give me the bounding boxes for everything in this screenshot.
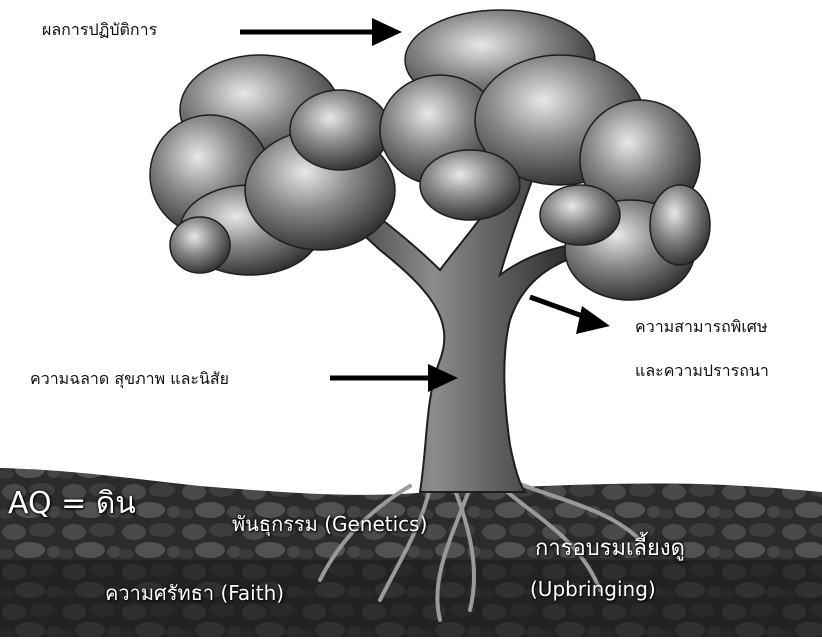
label-ability-line2: และความปรารถนา bbox=[635, 359, 769, 384]
label-fruit: ผลการปฏิบัติการ bbox=[42, 18, 157, 43]
label-trunk: ความฉลาด สุขภาพ และนิสัย bbox=[30, 367, 229, 392]
arrow-fruit bbox=[240, 18, 402, 46]
soil-upbringing-en: (Upbringing) bbox=[530, 577, 656, 601]
soil-genetics: พันธุกรรม (Genetics) bbox=[232, 508, 427, 540]
arrow-ability bbox=[530, 297, 610, 334]
soil-upbringing-th: การอบรมเลี้ยงดู bbox=[535, 530, 685, 565]
label-ability-line1: ความสามารถพิเศษ bbox=[635, 315, 768, 340]
foliage-left bbox=[150, 55, 395, 275]
soil-faith: ความศรัทธา (Faith) bbox=[105, 577, 284, 609]
soil-title: AQ = ดิน bbox=[8, 480, 136, 527]
